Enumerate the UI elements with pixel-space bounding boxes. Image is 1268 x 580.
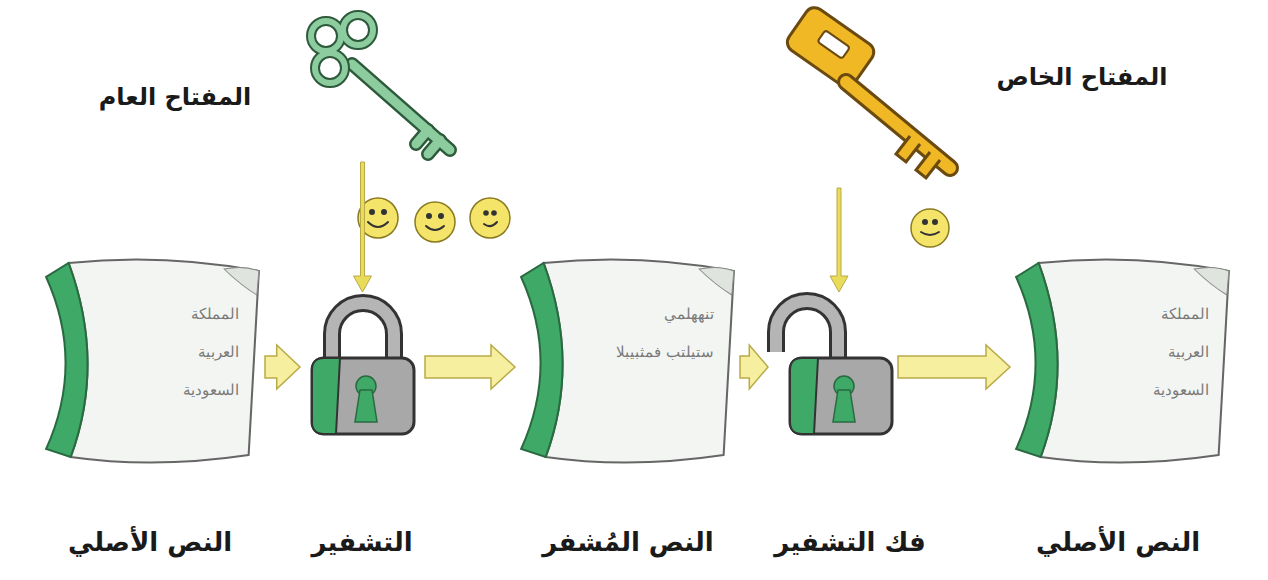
graphic-part — [428, 140, 440, 154]
graphic-part — [69, 259, 259, 462]
graphic-part — [1194, 267, 1229, 295]
graphic-part — [790, 358, 892, 434]
graphic-part — [783, 4, 877, 91]
graphic-part — [428, 140, 440, 154]
graphic-part — [352, 64, 450, 154]
graphic-part — [470, 198, 510, 238]
graphic-part — [343, 15, 373, 45]
public-key — [300, 12, 470, 162]
graphic-part — [370, 210, 374, 214]
graphic-part — [484, 211, 488, 215]
document-shape — [515, 255, 740, 470]
graphic-part — [355, 390, 377, 422]
graphic-part — [776, 301, 838, 364]
graphic-part — [896, 136, 940, 178]
graphic-part — [426, 226, 444, 230]
graphic-part — [311, 21, 341, 51]
document-node: تنههلمي ستيلتب فمثبيبلاالنص المُشفر — [515, 255, 740, 470]
graphic-part — [790, 358, 818, 434]
graphic-part — [415, 202, 455, 242]
caption-label: النص الأصلي — [10, 527, 290, 557]
caption-label: النص الأصلي — [978, 527, 1258, 557]
graphic-part — [382, 210, 386, 214]
graphic-part — [911, 209, 949, 247]
key-node: المفتاح العام — [300, 12, 470, 162]
graphic-part — [439, 214, 443, 218]
caption-label: المفتاح الخاص — [942, 63, 1222, 91]
graphic-part — [492, 211, 496, 215]
graphic-part — [833, 390, 855, 422]
graphic-part — [427, 214, 431, 218]
graphic-part — [933, 220, 937, 224]
face-group — [358, 198, 949, 247]
flow-arrow — [898, 345, 1010, 389]
graphic-part — [368, 222, 388, 227]
graphic-part — [484, 222, 497, 226]
graphic-part — [352, 64, 450, 154]
document-node: المملكة العربية السعوديةالنص الأصلي — [40, 255, 265, 470]
graphic-part — [783, 4, 877, 91]
document-text: تنههلمي ستيلتب فمثبيبلا — [614, 295, 714, 371]
private-key — [780, 8, 970, 188]
graphic-part — [312, 358, 340, 434]
graphic-part — [544, 259, 734, 462]
graphic-part — [312, 358, 414, 434]
graphic-part — [343, 15, 373, 45]
graphic-part — [1016, 263, 1057, 457]
document-node: المملكة العربية السعوديةالنص الأصلي — [1010, 255, 1235, 470]
graphic-part — [332, 303, 394, 364]
document-text: المملكة العربية السعودية — [1119, 295, 1209, 409]
document-shape — [1010, 255, 1235, 470]
padlock-open — [768, 292, 898, 442]
graphic-part — [352, 64, 450, 150]
key-arrow — [354, 162, 372, 292]
graphic-part — [776, 301, 838, 364]
graphic-part — [923, 220, 927, 224]
document-text: المملكة العربية السعودية — [149, 295, 239, 409]
graphic-part — [416, 130, 428, 144]
flow-arrow — [265, 345, 300, 389]
key-node: المفتاح الخاص — [780, 8, 970, 188]
graphic-part — [332, 303, 394, 364]
caption-label: التشفير — [222, 527, 502, 557]
graphic-part — [1039, 259, 1229, 462]
flow-arrow — [740, 345, 768, 389]
graphic-part — [699, 267, 734, 295]
graphic-part — [224, 267, 259, 295]
document-shape — [40, 255, 265, 470]
graphic-part — [315, 53, 345, 83]
graphic-part — [921, 232, 939, 235]
graphic-part — [817, 30, 850, 59]
flow-arrow — [425, 345, 515, 389]
graphic-part — [352, 64, 450, 150]
padlock-closed — [300, 292, 425, 442]
graphic-part — [311, 15, 373, 83]
graphic-part — [416, 130, 428, 144]
face-features — [368, 210, 939, 235]
graphic-part — [315, 53, 345, 83]
caption-label: النص المُشفر — [488, 527, 768, 557]
graphic-part — [521, 263, 562, 457]
key-arrow — [830, 188, 848, 292]
lock-node: التشفير — [300, 292, 425, 442]
caption-label: فك التشفير — [710, 527, 990, 557]
caption-label: المفتاح العام — [35, 83, 315, 111]
graphic-part — [46, 263, 87, 457]
graphic-part — [311, 15, 373, 83]
lock-node: فك التشفير — [768, 292, 898, 442]
graphic-part — [311, 21, 341, 51]
